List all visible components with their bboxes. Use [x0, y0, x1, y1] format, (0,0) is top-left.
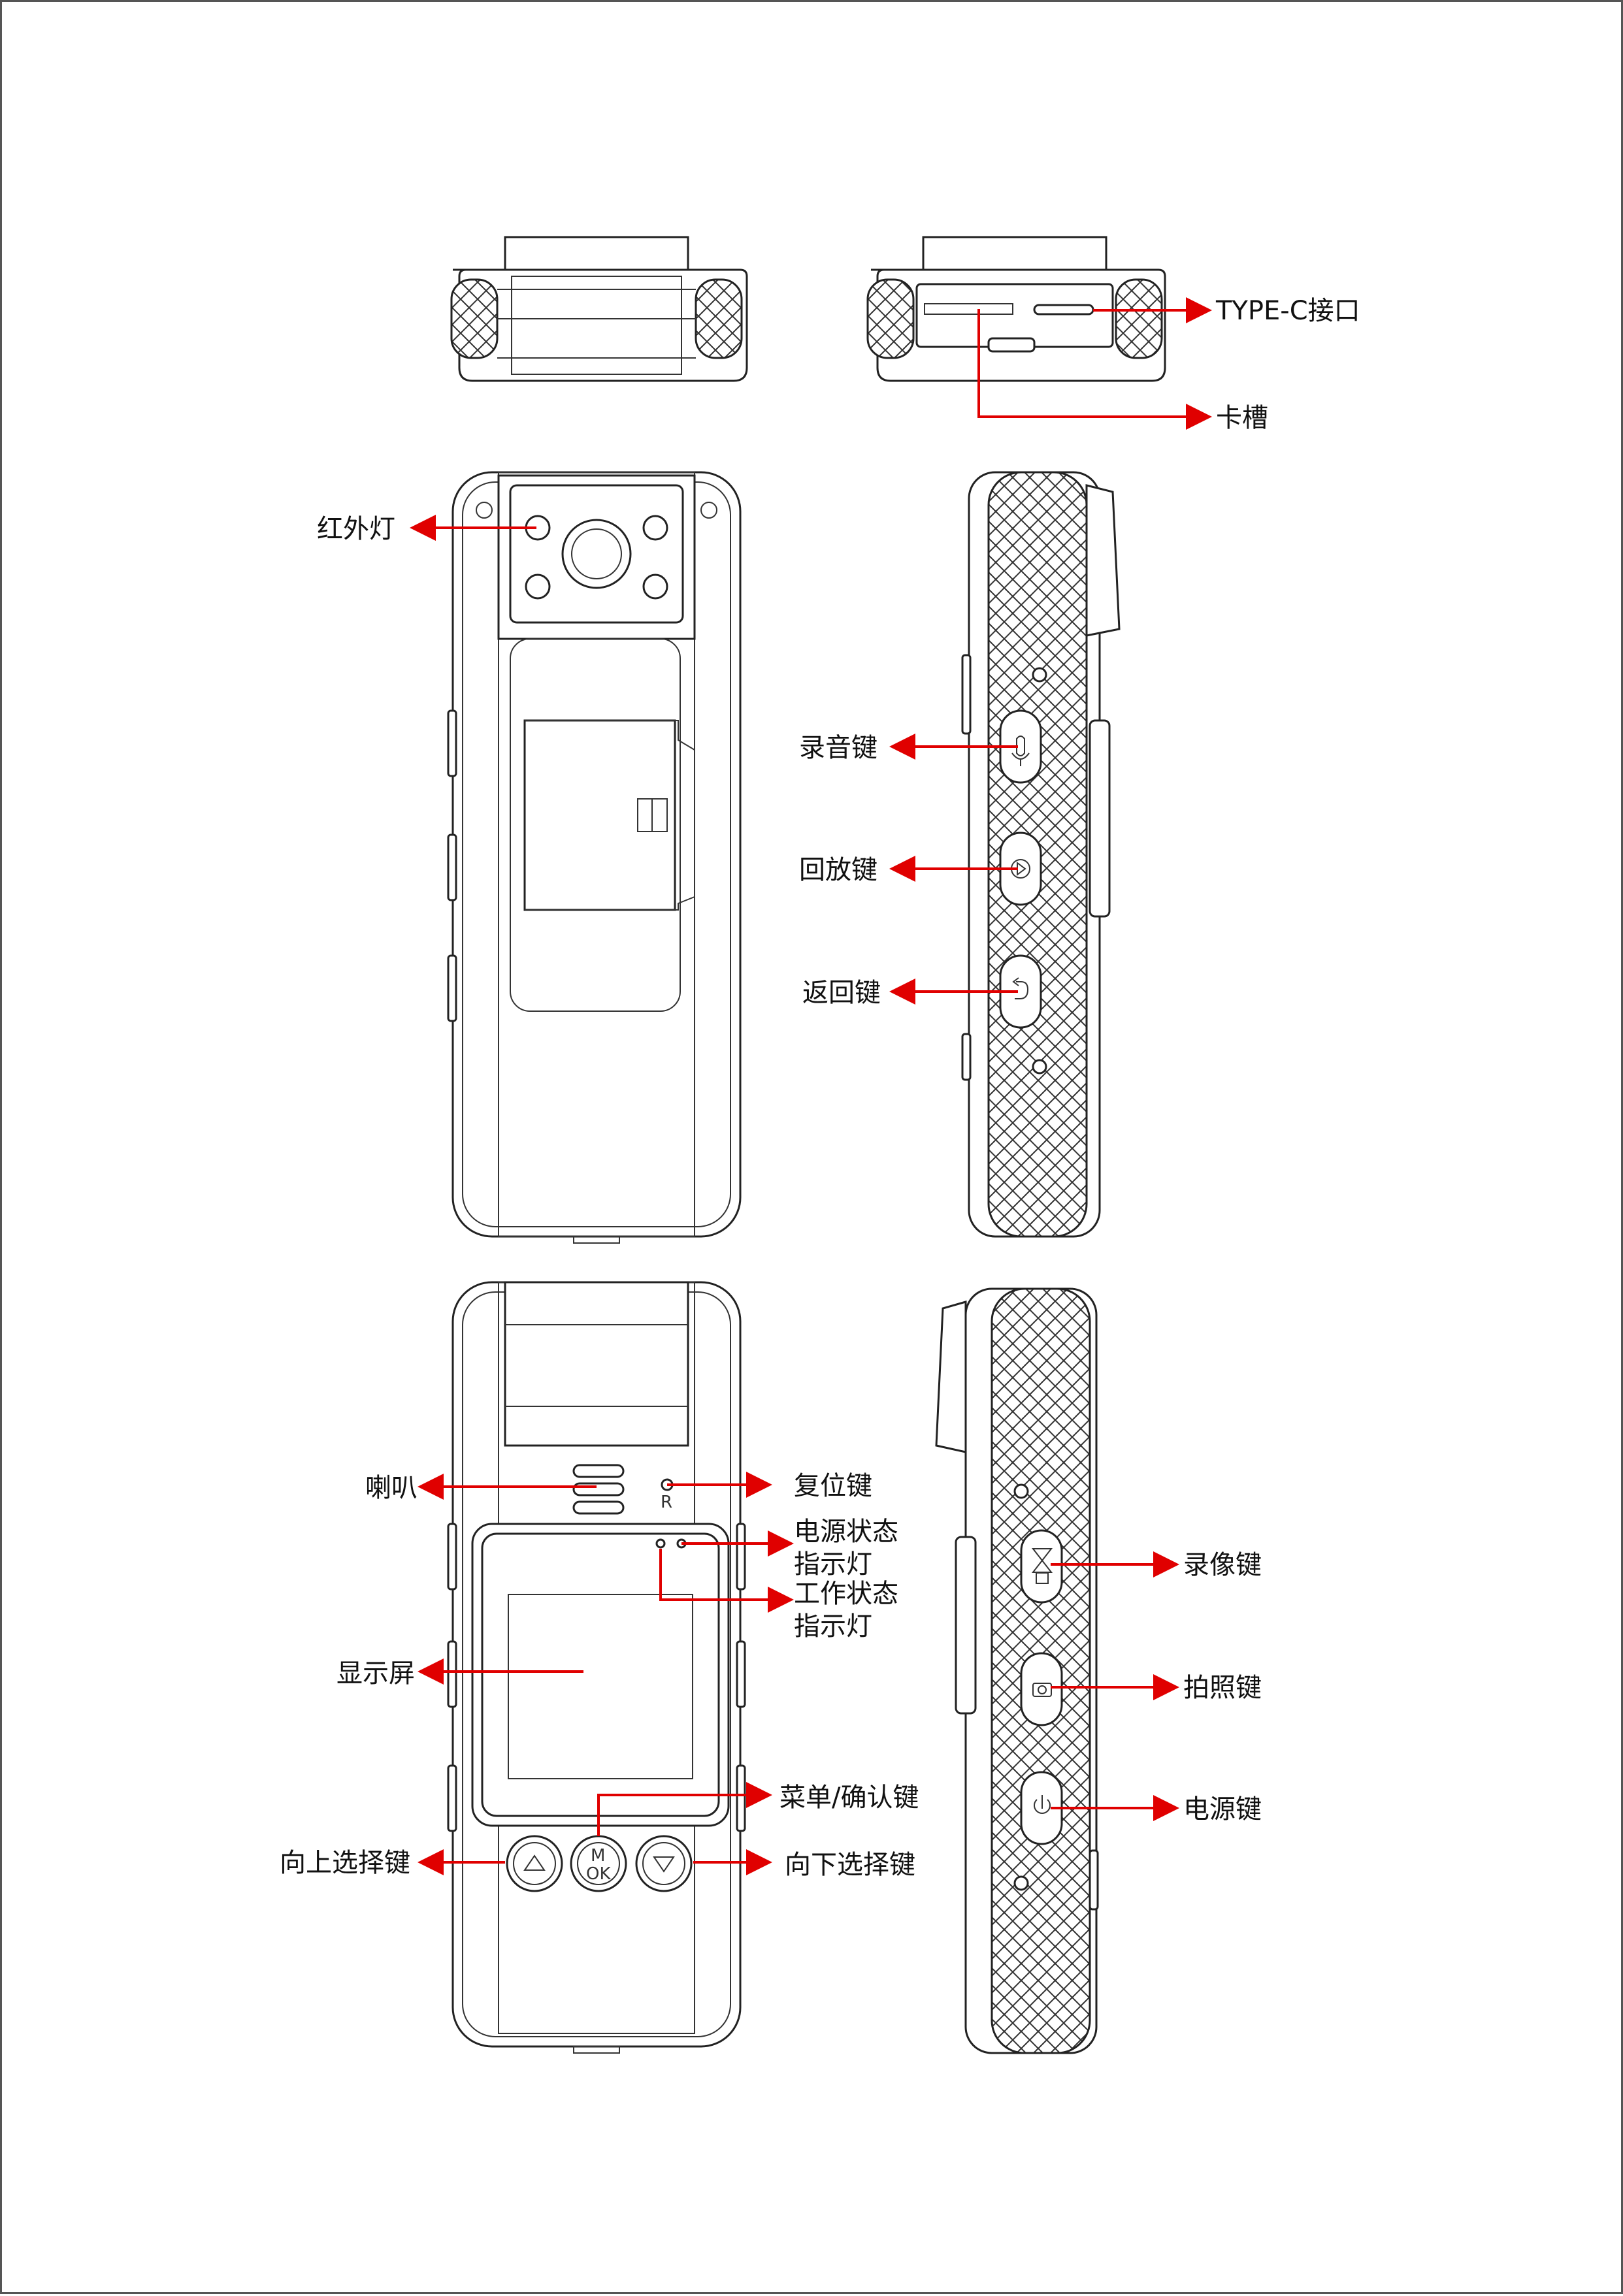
label-speaker: 喇叭 [365, 1473, 418, 1503]
label-work-status-line1: 工作状态 [794, 1579, 898, 1609]
ir-led [525, 574, 551, 600]
record-video-button [1020, 1529, 1063, 1604]
ir-led [642, 574, 668, 600]
label-reset: 复位键 [794, 1471, 872, 1501]
m-mark: M [591, 1846, 605, 1866]
card-slot-opening [924, 303, 1013, 315]
top-view-right [866, 236, 1166, 382]
front-view-screen: R M OK [447, 1281, 746, 2054]
top-view-left [450, 236, 748, 382]
reset-mark: R [661, 1493, 672, 1512]
label-display: 显示屏 [336, 1658, 415, 1689]
label-power-status-line1: 电源状态 [794, 1517, 898, 1547]
display-screen [508, 1594, 693, 1779]
side-view-right [961, 471, 1121, 1238]
label-up-select: 向上选择键 [280, 1848, 410, 1878]
label-menu-ok: 菜单/确认键 [779, 1783, 919, 1813]
speaker-grille [572, 1464, 625, 1478]
label-card-slot: 卡槽 [1216, 403, 1268, 433]
speaker-grille [572, 1500, 625, 1515]
label-record-audio: 录音键 [799, 733, 877, 763]
arrow-menu-ok [597, 1782, 772, 1836]
arrow-card-slot [977, 309, 1212, 430]
label-power-status-line2: 指示灯 [794, 1549, 872, 1579]
callout-labels: TYPE-C接口 卡槽 红外灯 录音键 回放键 返回键 喇叭 复位键 电源状态 … [280, 296, 1360, 1880]
down-select-button [635, 1835, 693, 1892]
ir-led [642, 515, 668, 541]
speaker-grille [572, 1482, 625, 1496]
front-view-camera [447, 471, 742, 1244]
up-select-button [506, 1835, 563, 1892]
label-typec: TYPE-C接口 [1215, 296, 1360, 326]
label-down-select: 向下选择键 [785, 1850, 915, 1880]
label-photo: 拍照键 [1183, 1673, 1262, 1703]
label-back: 返回键 [802, 978, 881, 1008]
side-view-left [935, 1287, 1099, 2054]
label-playback: 回放键 [799, 855, 877, 885]
work-status-led [655, 1538, 666, 1549]
arrow-work-status [659, 1549, 794, 1613]
photo-button [1020, 1652, 1063, 1726]
label-power: 电源键 [1183, 1794, 1262, 1824]
label-ir-light: 红外灯 [317, 514, 395, 544]
label-work-status-line2: 指示灯 [794, 1611, 872, 1641]
typec-port [1033, 304, 1094, 315]
ok-mark: OK [586, 1864, 611, 1884]
callout-arrows [410, 297, 1212, 1875]
label-record-video: 录像键 [1183, 1550, 1262, 1580]
